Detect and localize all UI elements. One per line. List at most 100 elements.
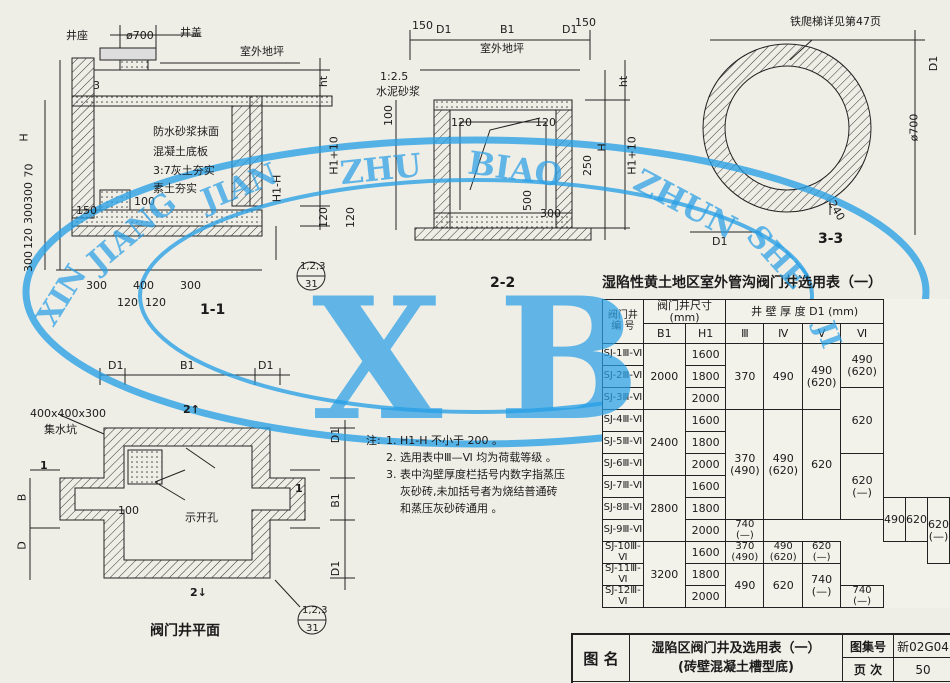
label-ground-level: 室外地坪: [240, 45, 284, 58]
drawing-name-label: 图 名: [573, 635, 630, 682]
table-row: SJ-10Ⅲ-Ⅵ 3200 1600 370 (490) 490 (620) 6…: [602, 541, 950, 609]
table-row: SJ-1Ⅲ-Ⅵ 2000 1600 370 490 490 (620) 490 …: [602, 343, 950, 411]
label-manhole-seat: 井座: [66, 29, 88, 42]
sump-size: 400x400x300: [30, 407, 107, 420]
section-title-3-3: 3-3: [818, 231, 844, 247]
well-code: SJ-12Ⅲ-Ⅵ: [602, 585, 644, 609]
note-item-5: 和蒸压灰砂砖通用 。: [400, 502, 503, 515]
b1-value: 3200: [642, 541, 686, 609]
label-cover: 井盖: [180, 26, 202, 39]
plan-dim-d: D: [15, 541, 29, 550]
dim-d1-b: D1: [562, 23, 578, 36]
section-mark-2-top: 2↑: [183, 403, 200, 416]
load3-value: 490: [725, 563, 765, 609]
load4-value: 620: [905, 497, 928, 543]
plan-dim-100: 100: [118, 504, 139, 517]
dim-300-b: 300: [22, 203, 35, 224]
layer-concrete-slab: 混凝土底板: [153, 145, 208, 158]
table-row: SJ-7Ⅲ-Ⅵ 2800 1600: [602, 475, 950, 543]
table-row: SJ-11Ⅲ-Ⅵ 1800 490 620 740 (—): [602, 563, 950, 609]
h1-value: 2000: [684, 519, 727, 543]
h1-value: 1800: [684, 563, 727, 587]
dim-opening-diameter: ø700: [126, 29, 154, 42]
dim-300-c: 300: [22, 251, 35, 272]
title-block: 图 名 湿陷区阀门井及选用表（一） (砖壁混凝土槽型底) 图集号 新02G04 …: [571, 633, 950, 683]
table-title: 湿陷性黄土地区室外管沟阀门井选用表（一）: [602, 275, 882, 291]
h1-value: 1600: [684, 409, 727, 433]
dim-120-a-2: 120: [451, 116, 472, 129]
dim-70: 70: [22, 163, 36, 178]
header-load-3: Ⅲ: [725, 323, 765, 345]
header-load-4: Ⅳ: [763, 323, 804, 345]
plan-side-b1: B1: [328, 493, 342, 508]
dia-700-3: ø700: [907, 113, 921, 142]
h1-value: 1600: [684, 475, 727, 499]
dim-ht: ht: [317, 75, 331, 88]
b1-value: 2400: [642, 409, 686, 477]
label-ground-level-2: 室外地坪: [480, 42, 524, 55]
dim-d1-3: D1: [927, 55, 941, 72]
load4-value: 490 (620): [763, 541, 804, 565]
load3-value: 370: [725, 343, 765, 411]
load4-value: 490: [763, 343, 804, 411]
detail-ref-top: 1,2,3: [300, 261, 326, 272]
mortar-ratio: 1:2.5: [380, 70, 409, 83]
drawing-name-line2: (砖壁混凝土槽型底): [678, 660, 794, 675]
load5-value: 490 (620): [802, 343, 842, 411]
sump-label: 集水坑: [44, 423, 77, 436]
detail-ref-bottom: 31: [305, 279, 318, 290]
bottom-dim-300-b: 300: [180, 279, 201, 292]
dim-300-2: 300: [540, 207, 561, 220]
atlas-no: 新02G04: [894, 635, 950, 658]
dim-h1-plus-10-2: H1+10: [625, 136, 639, 175]
dim-250: 250: [581, 155, 594, 176]
note-item-4: 灰砂砖,未加括号者为烧结普通砖: [400, 485, 558, 498]
dim-3: 3: [93, 79, 100, 92]
load5-value: 620 (—): [927, 497, 950, 565]
load3-value: 370 (490): [725, 541, 765, 565]
plan-ref-top: 1,2,3: [302, 605, 328, 616]
page-label: 页 次: [843, 658, 894, 682]
table-row: SJ-5Ⅲ-Ⅵ 1800: [602, 431, 950, 455]
layer-compacted-soil: 素土夯实: [153, 182, 197, 195]
opening-label: 示开孔: [185, 511, 218, 524]
load6-value: 620: [840, 387, 884, 455]
section-title-2-2: 2-2: [490, 275, 516, 291]
note-item-2: 2. 选用表中Ⅲ—Ⅵ 均为荷载等级 。: [386, 451, 557, 464]
plan-dim-b: B: [15, 493, 29, 502]
plan-title: 阀门井平面: [150, 623, 220, 639]
notes-heading: 注:: [366, 434, 381, 447]
h1-value: 1600: [684, 343, 727, 367]
dim-b1: B1: [500, 23, 515, 36]
h1-value: 2000: [684, 453, 727, 477]
mortar-label: 水泥砂浆: [376, 85, 420, 98]
h1-value: 1600: [684, 541, 727, 565]
page-no: 50: [894, 658, 950, 682]
section-mark-1-right: 1: [295, 482, 303, 495]
header-b1: B1: [642, 323, 686, 345]
table-row: SJ-3Ⅲ-Ⅵ 2000 620: [602, 387, 950, 455]
table-row: SJ-8Ⅲ-Ⅵ 1800 490 620 620 (—): [602, 497, 950, 565]
drawing-name: 湿陷区阀门井及选用表（一） (砖壁混凝土槽型底): [630, 635, 843, 682]
dim-150-b: 150: [575, 16, 596, 29]
load4-value: 620: [763, 563, 804, 609]
dim-300-a: 300: [22, 182, 35, 203]
dim-d1-a: D1: [436, 23, 452, 36]
well-code: SJ-9Ⅲ-Ⅵ: [602, 519, 644, 543]
load6-value: 490 (620): [840, 343, 884, 389]
load6-value: 740 (—): [725, 519, 765, 543]
plan-dim-d1-a: D1: [108, 359, 124, 372]
note-item-1: 1. H1-H 不小于 200 。: [386, 434, 503, 447]
h1-value: 1800: [684, 497, 727, 521]
note-item-3: 3. 表中沟壁厚度栏括号内数字指蒸压: [386, 468, 565, 481]
load6-value: 740 (—): [802, 563, 842, 609]
h1-value: 2000: [684, 387, 727, 411]
notes: 注: 1. H1-H 不小于 200 。 2. 选用表中Ⅲ—Ⅵ 均为荷载等级 。…: [366, 432, 565, 517]
section-mark-2-bottom: 2↓: [190, 586, 207, 599]
table-row: SJ-9Ⅲ-Ⅵ 2000 740 (—): [602, 519, 950, 543]
section-mark-1-left: 1: [40, 459, 48, 472]
dim-100: 100: [134, 195, 155, 208]
ladder-note: 铁爬梯详见第47页: [790, 15, 881, 28]
h1-value: 2000: [684, 585, 727, 609]
